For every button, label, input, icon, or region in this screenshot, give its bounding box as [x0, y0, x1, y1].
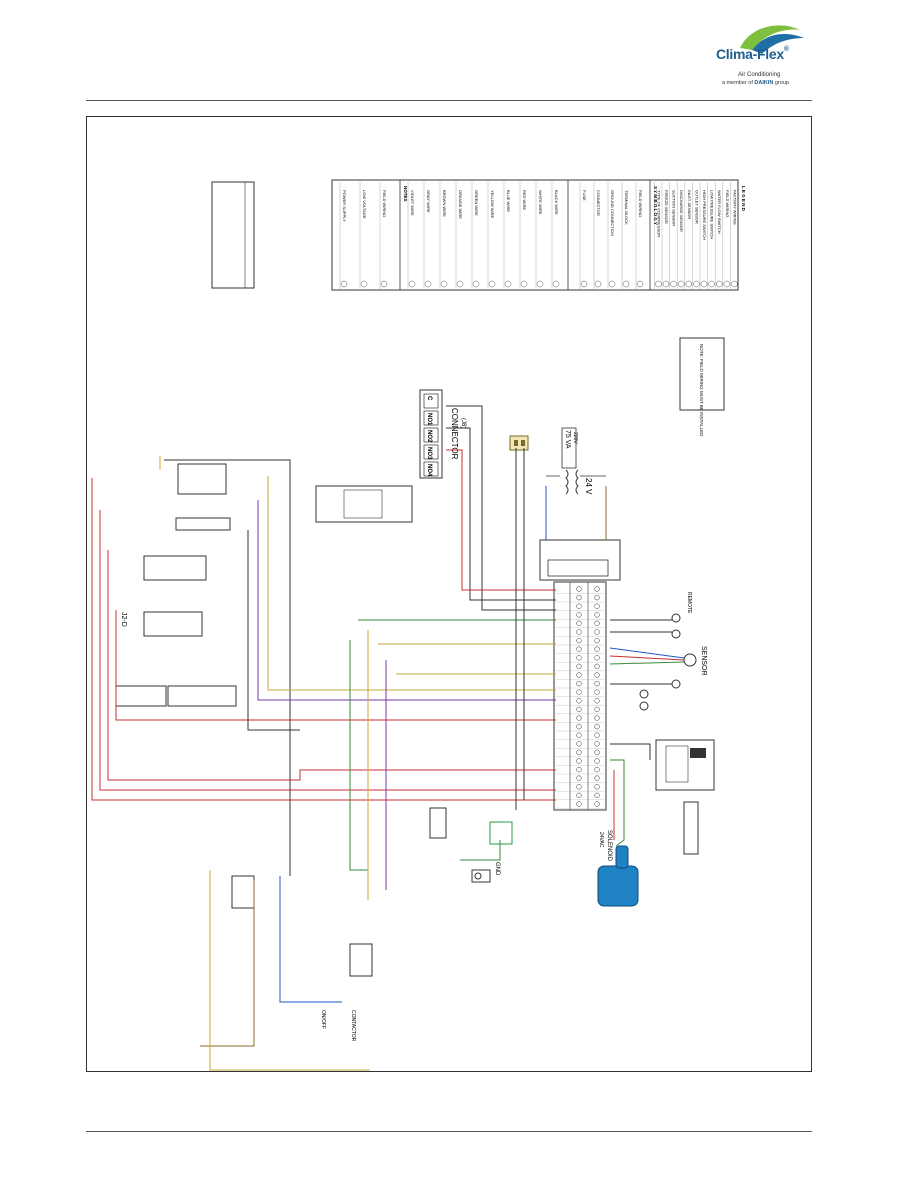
gnd-label: GND — [494, 862, 500, 876]
registered-mark: ® — [783, 46, 789, 53]
solenoid-valve: SOLENOID 24VAC — [597, 830, 639, 907]
connector-pin-label: C — [426, 396, 432, 401]
footer-rule — [86, 1131, 812, 1132]
wire-color-item: BLACK WIRE — [554, 190, 559, 215]
remote-label: REMOTE — [686, 592, 692, 614]
note-item: LOW VOLTAGE — [362, 190, 367, 219]
brand-tagline: Air Conditioning — [738, 72, 781, 78]
clima-flex-logo — [700, 20, 820, 94]
bottom-plugs: ON/OFF CONTACTOR — [231, 875, 373, 1042]
legend-item: LOW PRESSURE SWITCH — [710, 190, 715, 239]
leaf-swirl-icon — [740, 25, 804, 54]
wire-color-item: YELLOW WIRE — [490, 190, 495, 219]
main-controller — [539, 539, 621, 581]
transformer-primary: 75 VA — [564, 430, 571, 449]
connector-pin-label: NO1 — [426, 413, 432, 426]
symbology-item: GROUND CONNECTION — [610, 190, 615, 236]
transformer: 75 VA 220V 24 V — [545, 427, 607, 500]
note-box-right: NOTE: FIELD WIRING MUST BE INSTALLED — [679, 337, 725, 437]
legend-item: HIGH PRESSURE SWITCH — [702, 190, 707, 240]
wire-color-item: WHITE WIRE — [538, 190, 543, 215]
symbology-item: FIELD WIRING — [638, 190, 643, 217]
wire-color-item: RED WIRE — [522, 190, 527, 210]
note-item: POWER SUPPLY — [342, 190, 347, 222]
on-off-label: ON/OFF — [320, 1010, 326, 1029]
daikin-brand: DAIKIN — [754, 80, 774, 86]
wire-color-item: GREEN WIRE — [474, 190, 479, 216]
symbology-item: CONNECTOR — [596, 190, 601, 216]
legend-item: FIELD WIRING — [725, 190, 730, 217]
wires — [91, 405, 685, 1071]
note-title: NOTES — [403, 186, 408, 202]
fuse-block — [509, 435, 529, 451]
legend-item: INLET SENSOR — [687, 190, 692, 219]
legend-item: WATER FLOW SWITCH — [717, 190, 722, 234]
wire-color-item: VIOLET WIRE — [410, 190, 415, 216]
header-rule — [86, 100, 812, 101]
legend-title: L E G E N D — [741, 186, 746, 212]
legend-item: FREEZE SENSOR — [664, 190, 669, 224]
wire-color-item: GRAY WIRE — [426, 190, 431, 213]
solenoid-label: SOLENOID — [606, 830, 612, 862]
transformer-label: 24 V — [584, 478, 593, 495]
legend-item: SUCTION SENSOR — [672, 190, 677, 226]
brand-member-line: a member of DAIKIN group — [722, 80, 789, 86]
solenoid-voltage: 24VAC — [598, 832, 604, 848]
symbology-item: FUSE — [582, 190, 587, 201]
symbology-item: TERMINAL BLOCK — [624, 190, 629, 225]
sensors: SENSOR REMOTE — [639, 592, 707, 711]
wire-color-item: BROWN WIRE — [442, 190, 447, 217]
member-prefix: a member of — [722, 80, 753, 86]
transformer-primary-voltage: 220V — [572, 432, 578, 444]
legend-item: TYPE OF COMPRESSOR — [656, 190, 661, 237]
legend-item: FACTORY WIRING — [732, 190, 737, 225]
diagram-frame — [86, 116, 812, 1072]
connector-pin-label: NO3 — [426, 447, 432, 460]
wire-color-item: BLUE WIRE — [506, 190, 511, 212]
connector-sub: (J8) — [460, 418, 466, 428]
contactors: J2-D — [115, 463, 237, 707]
note-box-text: NOTE: FIELD WIRING MUST BE INSTALLED — [699, 344, 704, 437]
connector-pin-label: NO4 — [426, 464, 432, 477]
ground-block: GND — [429, 807, 513, 883]
connector-title: CONNECTOR — [450, 408, 459, 460]
notes-box — [211, 181, 255, 289]
connector-pin-label: NO2 — [426, 430, 432, 443]
legend-item: DISCHARGE SENSOR — [679, 190, 684, 232]
wire-color-item: ORANGE WIRE — [458, 190, 463, 219]
brand-name: Clima-Flex — [716, 46, 784, 62]
contactor-label: CONTACTOR — [350, 1010, 356, 1042]
member-suffix: group — [774, 80, 789, 86]
legend-item: OUTLET SENSOR — [694, 190, 699, 224]
terminal-strip — [553, 581, 607, 811]
symbology-title: S Y M B O L O G Y — [653, 186, 658, 225]
sensor-label: SENSOR — [700, 646, 707, 676]
remote-board — [655, 739, 715, 855]
relay-module — [315, 485, 413, 523]
relay-label: J2-D — [120, 612, 127, 627]
note-item: FIELD WIRING — [382, 190, 387, 217]
